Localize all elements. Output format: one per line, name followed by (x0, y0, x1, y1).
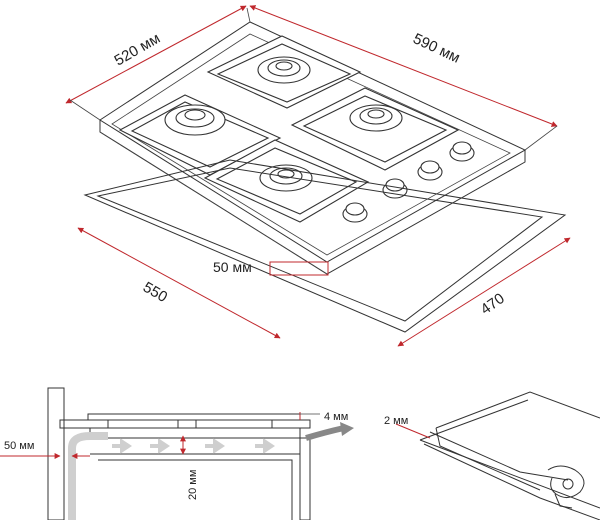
countertop-cutout (83, 159, 567, 333)
knob-4 (449, 141, 475, 162)
arrow-right-icon (255, 438, 275, 454)
knob-1 (342, 202, 368, 223)
burner-left (164, 104, 226, 136)
knob-3 (417, 160, 443, 181)
cross-section-view: 50 мм 4 мм 20 мм (0, 387, 354, 520)
label-side-gap: 50 мм (4, 440, 34, 452)
arrow-right-icon (112, 438, 132, 454)
label-top-width: 520 мм (112, 30, 164, 70)
hob-element-1 (107, 419, 179, 429)
hob-top-view: 520 мм 590 мм 550 470 50 мм (65, 5, 571, 347)
burner-right (349, 104, 403, 132)
arrow-right-icon (150, 438, 170, 454)
burner-rear (257, 56, 311, 84)
airflow-arrows (68, 422, 354, 520)
arrow-right-icon (205, 438, 225, 454)
hob-body (87, 413, 301, 421)
control-knobs (342, 141, 475, 223)
label-cut-gap: 50 мм (213, 259, 252, 275)
label-vert-gap: 20 мм (187, 470, 199, 500)
wall-left (47, 387, 65, 520)
curved-arrow-icon (305, 425, 345, 441)
label-cut-depth: 470 (478, 290, 508, 318)
label-seal-gap: 2 мм (384, 415, 408, 427)
hob-element-2 (195, 419, 273, 429)
seal-detail-view: 2 мм (384, 391, 600, 520)
dimension-lines (65, 5, 571, 347)
clip-screw-icon (562, 478, 574, 490)
label-cut-width: 550 (140, 279, 170, 306)
label-top-depth: 590 мм (410, 30, 462, 66)
label-top-gap: 4 мм (324, 411, 348, 423)
